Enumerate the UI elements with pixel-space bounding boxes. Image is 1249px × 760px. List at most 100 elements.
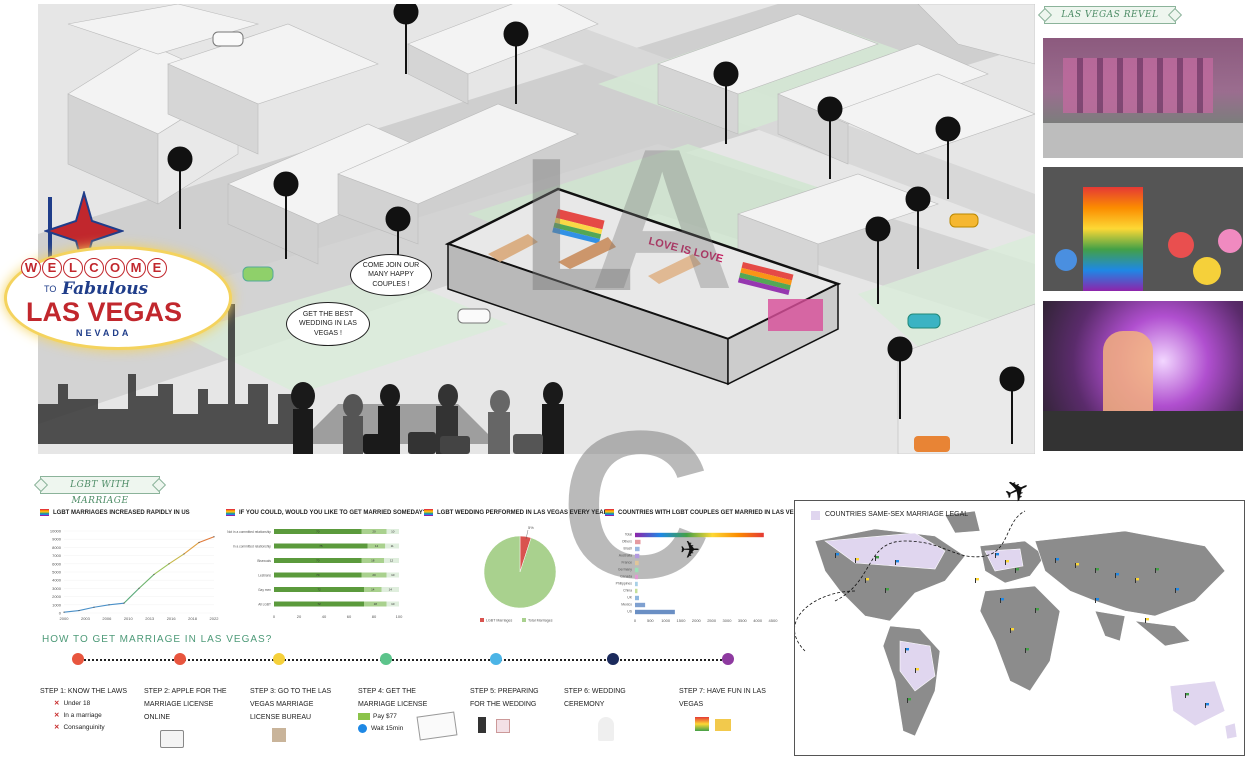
step-1-label: STEP 1: KNOW THE LAWS — [40, 688, 128, 695]
flag-marker — [1186, 693, 1189, 696]
step-3: STEP 3: GO TO THE LAS VEGAS MARRIAGE LIC… — [250, 685, 336, 742]
legend-label: LGBT Marriages — [486, 619, 512, 623]
flag-marker-pole — [915, 668, 916, 673]
airplane-icon-small: ✈ — [680, 537, 701, 564]
bar — [635, 588, 638, 594]
x-tick-label: 2022 — [210, 616, 220, 621]
category-label: Canada — [620, 575, 632, 579]
heart-icon — [226, 509, 235, 516]
flag-marker-pole — [1205, 703, 1206, 708]
flag-marker-pole — [1155, 568, 1156, 573]
x-tick-label: 1500 — [677, 618, 687, 623]
flag-marker-pole — [907, 698, 908, 703]
step-4-label: STEP 4: GET THE MARRIAGE LICENSE — [358, 688, 428, 708]
category-label: Not in a committed relationship — [227, 530, 271, 534]
legend-swatch — [480, 618, 484, 622]
bar-segment — [274, 587, 364, 592]
bar-value-label: 70 — [316, 530, 320, 534]
flag-marker-pole — [835, 553, 836, 558]
cross-icon: ✕ — [54, 712, 60, 719]
data-point — [93, 606, 95, 608]
welcome-letter: C — [84, 258, 104, 278]
category-label: In a committed relationship — [233, 545, 271, 549]
category-label: Australia — [619, 554, 632, 558]
step-6: STEP 6: WEDDING CEREMONY — [564, 685, 664, 741]
y-tick-label: 10000 — [50, 529, 62, 534]
data-point — [63, 611, 65, 613]
bar-value-label: 11 — [391, 544, 394, 548]
flag-marker — [996, 553, 999, 556]
bar-value-label: 10 — [391, 573, 395, 577]
flag-marker — [836, 553, 839, 556]
x-tick-label: 4000 — [753, 618, 763, 623]
flag-marker-pole — [1095, 568, 1096, 573]
flag-marker — [1036, 608, 1039, 611]
category-label: Others — [622, 540, 632, 544]
revel-photo-mural — [1043, 38, 1243, 158]
bar-value-label: 75 — [319, 544, 323, 548]
line-segment — [63, 609, 80, 613]
flag-marker — [1176, 588, 1179, 591]
sign-fabulous: Fabulous — [62, 279, 149, 299]
bar — [635, 574, 639, 580]
bar-value-label: 20 — [372, 573, 376, 577]
sign-las-vegas: LAS VEGAS — [26, 297, 183, 327]
flag-marker-pole — [875, 556, 876, 561]
line-segment — [153, 563, 170, 575]
flag-marker — [1096, 598, 1099, 601]
money-icon — [358, 712, 370, 720]
bar-segment — [384, 558, 399, 563]
y-tick-label: 5000 — [52, 570, 62, 575]
data-point — [213, 536, 215, 538]
las-vegas-revel-ribbon: LAS VEGAS REVEL — [1044, 6, 1176, 24]
flag-marker-pole — [1010, 628, 1011, 633]
sign-nevada: NEVADA — [76, 328, 132, 338]
bar — [635, 532, 764, 538]
category-label: Total — [625, 533, 632, 537]
line-segment — [108, 602, 125, 606]
bar-value-label: 72 — [317, 588, 321, 592]
cross-icon: ✕ — [54, 700, 60, 707]
bar-segment — [361, 529, 387, 534]
step-dot-7 — [722, 653, 734, 665]
revel-photo-parade — [1043, 167, 1243, 291]
license-card-icon — [416, 711, 458, 741]
pie-data-label: 5% — [528, 525, 534, 530]
welcome-letter: W — [21, 258, 41, 278]
step-7-label: STEP 7: HAVE FUN IN LAS VEGAS — [679, 688, 766, 708]
line-segment — [78, 606, 95, 612]
category-label: Philippines — [616, 582, 633, 586]
steps-timeline — [80, 659, 730, 661]
step-4-sub: Wait 15min — [371, 725, 404, 732]
x-tick-label: 2006 — [102, 616, 112, 621]
flag-marker — [1056, 558, 1059, 561]
flag-marker-pole — [1025, 648, 1026, 653]
bar-value-label: 12 — [390, 559, 394, 563]
flag-marker — [1001, 598, 1004, 601]
flag-marker — [896, 560, 899, 563]
flag-marker — [856, 558, 859, 561]
category-label: Mexico — [621, 603, 632, 607]
revel-photo-party — [1043, 301, 1243, 451]
bar-segment — [386, 572, 399, 578]
x-tick-label: 2500 — [707, 618, 717, 623]
x-tick-label: 2016 — [167, 616, 177, 621]
x-tick-label: 2000 — [692, 618, 702, 623]
legend-label: Total Marriages — [528, 619, 553, 623]
bar — [635, 609, 675, 615]
welcome-letter: M — [126, 258, 146, 278]
data-point — [183, 553, 185, 555]
flag-marker — [866, 578, 869, 581]
city-illustration: LOVE IS LOVE — [38, 4, 1035, 454]
bar-segment — [386, 529, 399, 534]
speech-bubble-wedding: GET THE BEST WEDDING IN LAS VEGAS ! — [286, 302, 370, 346]
step-dot-3 — [273, 653, 285, 665]
legend-swatch — [522, 618, 526, 622]
step-7: STEP 7: HAVE FUN IN LAS VEGAS — [679, 685, 789, 736]
welcome-letter: O — [105, 258, 125, 278]
bar-segment — [274, 543, 368, 549]
world-map: COUNTRIES SAME-SEX MARRIAGE LEGAL — [794, 500, 1245, 756]
casino-icon — [695, 717, 709, 731]
bar-value-label: 72 — [317, 602, 321, 606]
